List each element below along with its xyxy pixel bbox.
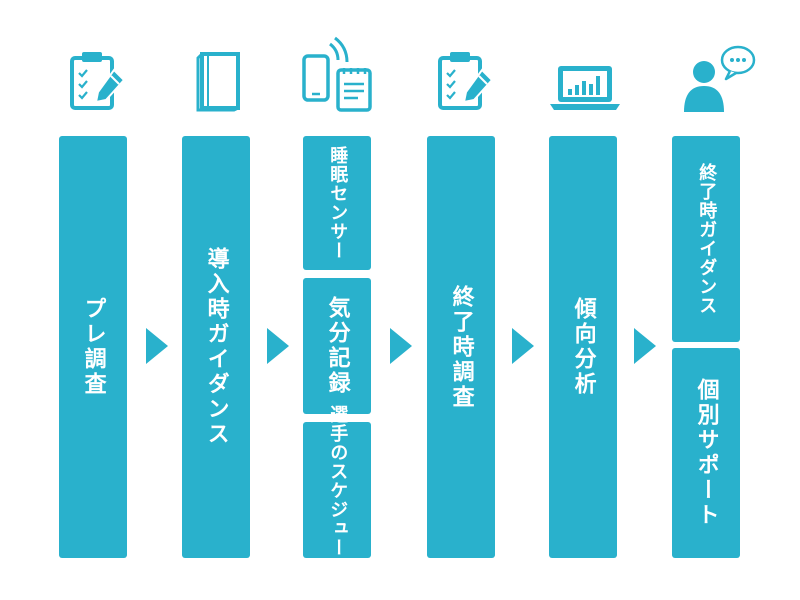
step-individual-support: 個別サポート bbox=[672, 348, 740, 558]
step-label: 傾向分析 bbox=[570, 297, 596, 397]
step-end-guidance: 終了時ガイダンス bbox=[672, 136, 740, 342]
step-sleep-sensor: 睡眠センサー bbox=[303, 136, 371, 270]
step-athlete-schedule: 選手のスケジュール bbox=[303, 405, 371, 576]
person-speech-bubble-icon bbox=[684, 45, 756, 112]
step-end-survey: 終了時調査 bbox=[427, 136, 495, 558]
flow-arrow-icon bbox=[390, 328, 412, 364]
step-item-label: 睡眠センサー bbox=[327, 146, 349, 260]
step-mood-record: 気分記録 bbox=[303, 278, 371, 414]
flow-arrow-icon bbox=[146, 328, 168, 364]
step-item-label: 選手のスケジュール bbox=[327, 404, 349, 576]
step-label: プレ調査 bbox=[80, 297, 106, 397]
step-trend-analysis: 傾向分析 bbox=[549, 136, 617, 558]
step-item-label: 気分記録 bbox=[324, 296, 350, 396]
flow-arrow-icon bbox=[512, 328, 534, 364]
flow-arrow-icon bbox=[634, 328, 656, 364]
clipboard-pencil-icon bbox=[438, 52, 494, 110]
laptop-chart-icon bbox=[550, 66, 620, 110]
step-item-label: 個別サポート bbox=[693, 378, 719, 528]
step-label: 終了時調査 bbox=[448, 284, 474, 410]
step-intro-guidance: 導入時ガイダンス bbox=[182, 136, 250, 558]
flow-arrow-icon bbox=[267, 328, 289, 364]
step-pre-survey: プレ調査 bbox=[59, 136, 127, 558]
clipboard-pencil-icon bbox=[70, 52, 126, 110]
smartphone-notepad-icon bbox=[302, 36, 372, 112]
step-item-label: 終了時ガイダンス bbox=[696, 163, 718, 315]
step-label: 導入時ガイダンス bbox=[203, 247, 229, 447]
book-icon bbox=[196, 52, 240, 112]
